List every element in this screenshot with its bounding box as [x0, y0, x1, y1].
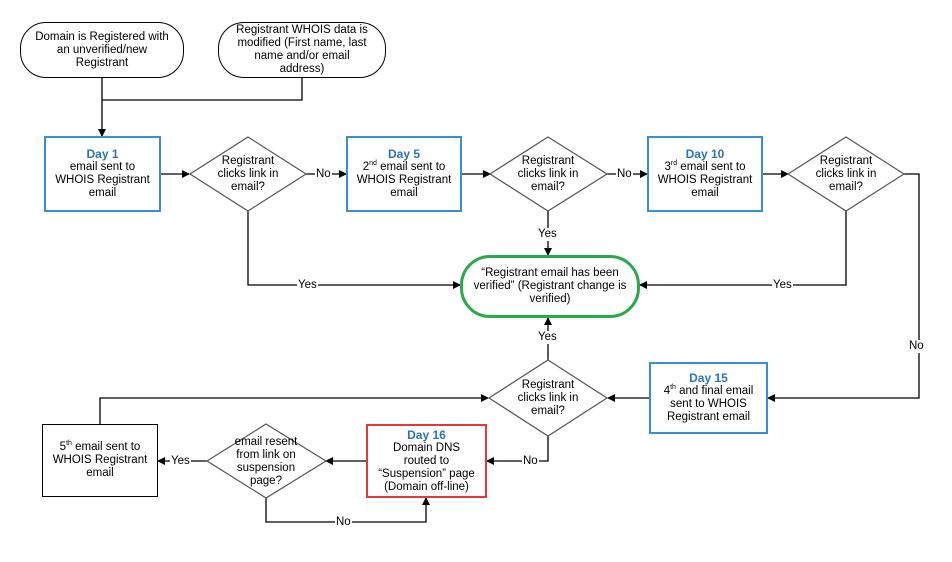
decision-2-text: Registrant clicks link in email? [517, 154, 579, 193]
label-yes-4: Yes [537, 331, 558, 344]
day-10-ordinal-suffix: rd [670, 160, 678, 168]
fifth-ordinal-suffix: th [66, 440, 72, 448]
day-16-text: Domain DNS routed to “Suspension” page (… [378, 441, 475, 493]
label-no-4: No [522, 455, 539, 468]
label-no-1: No [315, 168, 332, 181]
day-15-text-wrap: 4th and final email sent to WHOIS Regist… [651, 384, 766, 424]
fifth-email-text-wrap: 5th email sent to WHOIS Registrant email [43, 440, 157, 480]
day-15-title: Day 15 [689, 371, 728, 385]
decision-diamond-2 [488, 136, 609, 212]
step-day-16: Day 16 Domain DNS routed to “Suspension”… [366, 424, 487, 498]
label-yes-3: Yes [772, 279, 793, 292]
decision-diamond-3 [786, 136, 906, 212]
day-15-ordinal: 4 [663, 385, 671, 397]
day-10-text: email sent to WHOIS Registrant email [657, 161, 753, 199]
decision-diamond-5 [205, 423, 328, 499]
day-16-title: Day 16 [407, 427, 446, 442]
label-yes-5: Yes [170, 455, 191, 468]
step-day-15: Day 15 4th and final email sent to WHOIS… [649, 362, 768, 434]
edge-d3-yes [639, 211, 847, 289]
edge-fifth-to-d4 [99, 394, 489, 424]
step-day-5: Day 5 2nd email sent to WHOIS Registrant… [346, 136, 462, 212]
day-5-ordinal: 2 [362, 161, 370, 173]
label-yes-2: Yes [537, 228, 558, 241]
fifth-ordinal: 5 [59, 441, 67, 453]
decision-diamond-4 [487, 359, 609, 437]
edge-start-modified [102, 78, 303, 101]
start-node-unverified: Domain is Registered with an unverified/… [20, 22, 184, 78]
verified-text: “Registrant email has been verified” (Re… [473, 267, 627, 305]
decision-5-text: email resent from link on suspension pag… [234, 436, 298, 487]
fifth-email-text: email sent to WHOIS Registrant email [52, 441, 148, 479]
day-5-title: Day 5 [387, 147, 421, 161]
verified-terminal: “Registrant email has been verified” (Re… [460, 255, 640, 318]
day-5-text: email sent to WHOIS Registrant email [356, 161, 452, 199]
start-node-modified-text: Registrant WHOIS data is modified (First… [236, 24, 368, 75]
day-10-text-wrap: 3rd email sent to WHOIS Registrant email [649, 160, 761, 200]
day-15-text: and final email sent to WHOIS Registrant… [666, 385, 754, 423]
decision-diamond-1 [188, 136, 308, 212]
day-10-ordinal: 3 [664, 161, 671, 173]
day-5-text-wrap: 2nd email sent to WHOIS Registrant email [348, 160, 460, 200]
label-no-3: No [908, 340, 925, 353]
edge-d4-no [486, 436, 549, 465]
label-yes-1: Yes [297, 279, 318, 292]
label-no-5: No [335, 516, 352, 529]
edge-d3-no [767, 173, 920, 402]
day-15-ordinal-suffix: th [670, 384, 676, 392]
step-day-10: Day 10 3rd email sent to WHOIS Registran… [647, 136, 763, 212]
day-5-ordinal-suffix: nd [369, 160, 377, 168]
day-10-title: Day 10 [685, 147, 725, 161]
decision-1-text: Registrant clicks link in email? [217, 154, 279, 193]
decision-3-text: Registrant clicks link in email? [815, 154, 877, 193]
day-1-title: Day 1 [86, 147, 119, 161]
label-no-2: No [616, 168, 633, 181]
step-fifth-email: 5th email sent to WHOIS Registrant email [42, 424, 158, 497]
start-node-unverified-text: Domain is Registered with an unverified/… [35, 30, 169, 69]
start-node-whois-modified: Registrant WHOIS data is modified (First… [218, 22, 386, 78]
decision-4-text: Registrant clicks link in email? [517, 378, 579, 417]
step-day-1: Day 1 email sent to WHOIS Registrant ema… [44, 136, 161, 212]
edge-d1-yes [247, 211, 461, 289]
day-1-text: email sent to WHOIS Registrant email [55, 161, 150, 199]
